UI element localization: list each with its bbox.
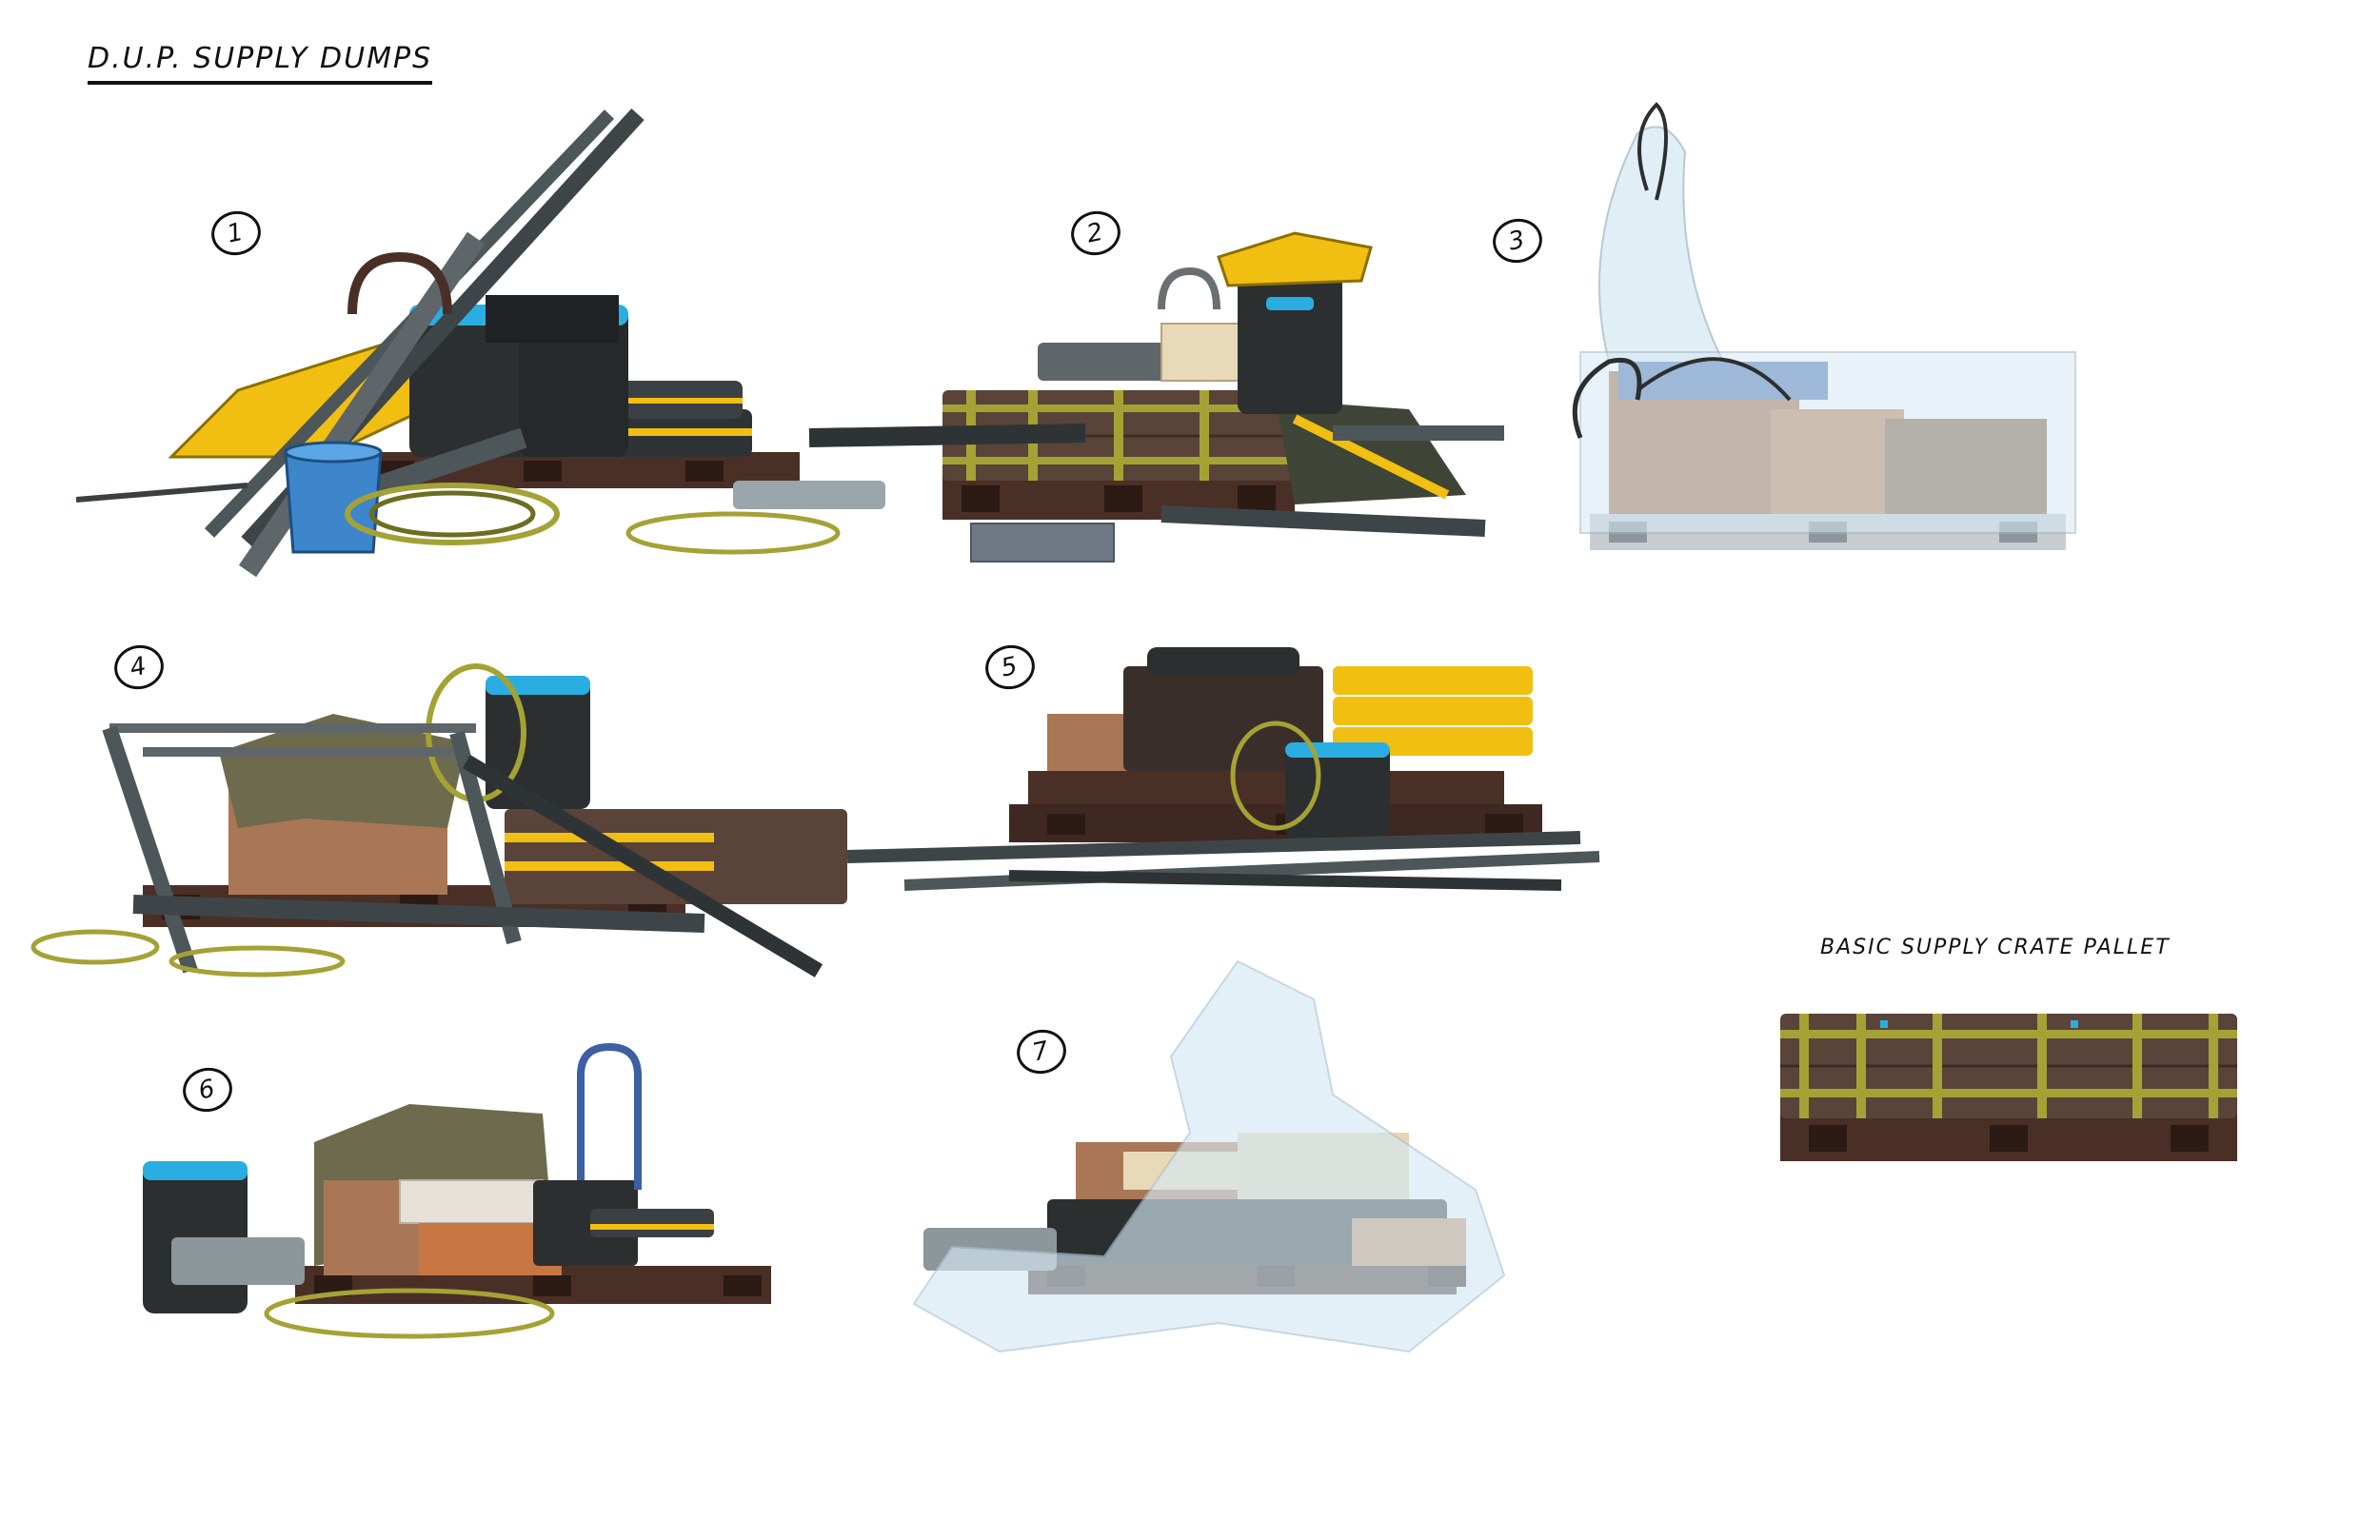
supply-dump-6 (143, 1042, 771, 1339)
supply-dump-4 (30, 663, 847, 977)
supply-dump-1 (76, 108, 885, 578)
basic-crate-label: Basic supply crate pallet (1820, 936, 2171, 959)
basic-crate-pallet (1780, 1014, 2237, 1161)
sheet-title: D.U.P. Supply Dumps (88, 42, 433, 85)
supply-dump-5 (846, 647, 1600, 891)
supply-dump-3 (1572, 102, 2076, 550)
supply-dump-2 (808, 231, 1504, 563)
supply-dump-7 (912, 959, 1506, 1353)
